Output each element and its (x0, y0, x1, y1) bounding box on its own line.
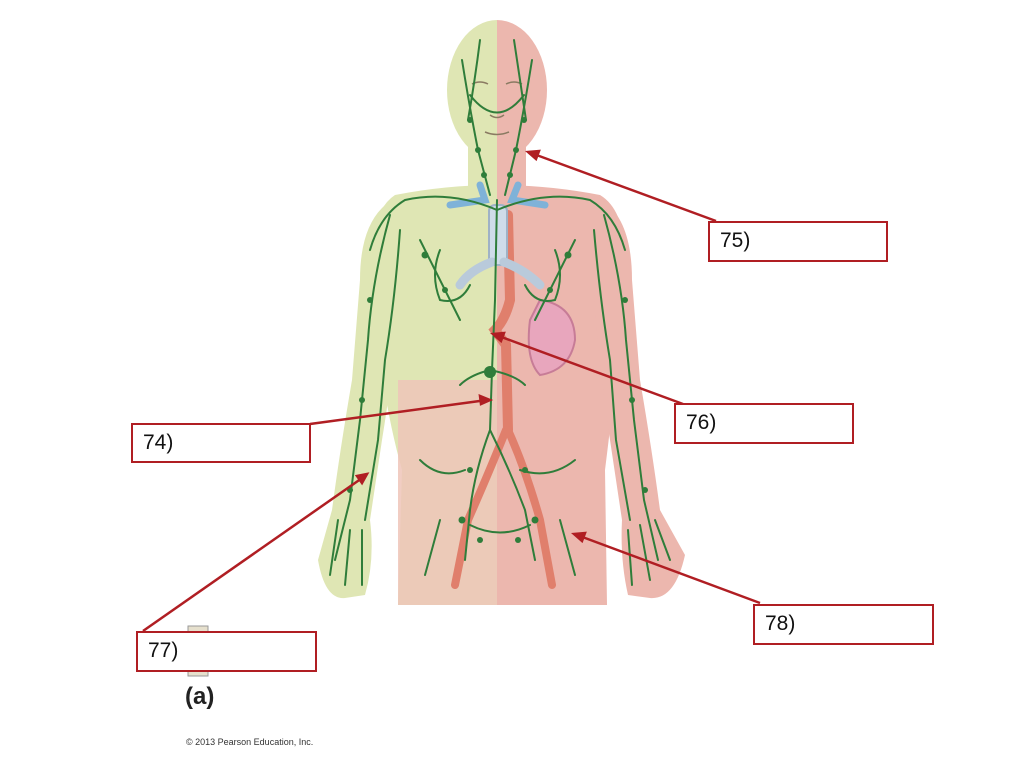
leader-line-77 (142, 474, 366, 633)
label-74-text: 74) (143, 431, 174, 454)
leader-lines (142, 149, 761, 633)
arrowhead-78 (570, 531, 587, 544)
lymphatic-vessels (329, 39, 671, 586)
label-75-text: 75) (720, 229, 751, 252)
lymph-nodes (347, 117, 648, 543)
arrowhead-76 (489, 331, 506, 344)
leader-line-76 (495, 333, 684, 406)
label-box-77[interactable]: 77) (136, 631, 317, 672)
label-78-text: 78) (765, 612, 796, 635)
subclavian-veins (446, 181, 549, 209)
label-76-text: 76) (686, 411, 717, 434)
arrowhead-77 (354, 472, 370, 486)
leader-line-75 (530, 151, 717, 223)
leader-line-78 (576, 533, 761, 605)
label-77-text: 77) (148, 639, 179, 662)
copyright-credit: © 2013 Pearson Education, Inc. (186, 737, 314, 747)
label-box-74[interactable]: 74) (131, 423, 311, 463)
label-box-78[interactable]: 78) (753, 604, 934, 645)
stomach (527, 298, 577, 377)
arrowhead-74 (478, 394, 494, 406)
label-box-76[interactable]: 76) (674, 403, 854, 444)
label-box-75[interactable]: 75) (708, 221, 888, 262)
body-left-half (318, 20, 497, 605)
panel-letter: (a) (185, 683, 215, 710)
leader-line-74 (309, 398, 488, 426)
arrowhead-75 (524, 149, 541, 162)
trachea (455, 204, 545, 290)
